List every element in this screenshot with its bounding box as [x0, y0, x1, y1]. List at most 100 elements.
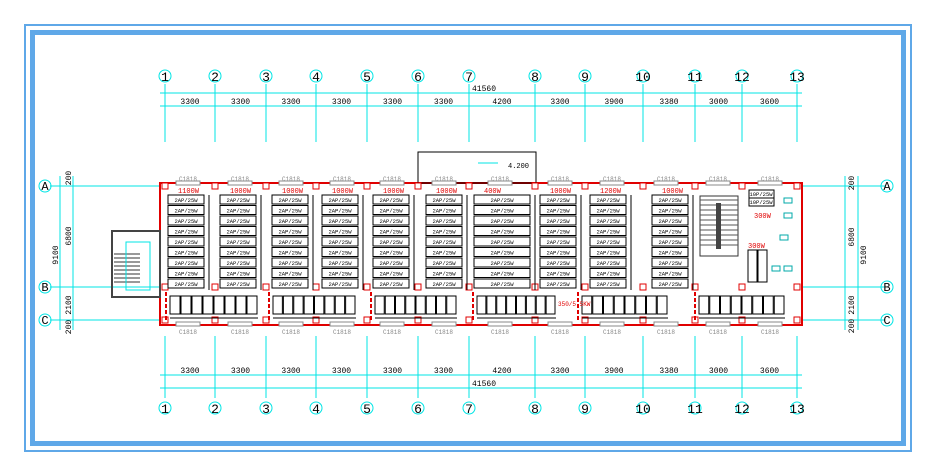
rack-shelf-label: 2AP/25W — [226, 239, 250, 246]
rack-shelf — [271, 205, 309, 215]
rack-shelf — [539, 257, 577, 268]
dim-right-bc: 2100 — [848, 295, 857, 314]
rack-shelf — [219, 268, 257, 278]
structural-column — [465, 316, 473, 324]
structural-column — [414, 283, 422, 291]
rack-shelf-label: 2AP/25W — [379, 229, 403, 236]
window-tag-bottom: C1818 — [282, 329, 300, 336]
window-tag-bottom: C1818 — [551, 329, 569, 336]
axis-bubble — [636, 401, 650, 415]
rack-shelf — [219, 247, 257, 257]
locker-cell — [613, 295, 625, 315]
rack-shelf-label: 2AP/25W — [328, 229, 352, 236]
rack-shelf — [425, 278, 463, 289]
window — [431, 321, 457, 327]
rack-shelf-label: 2AP/25W — [658, 229, 682, 236]
sanitary-fixture — [779, 234, 789, 241]
axis-label-bottom: 4 — [312, 402, 320, 417]
entrance-canopy — [417, 151, 537, 184]
rack-shelf — [539, 194, 577, 205]
rack-shelf — [651, 215, 689, 226]
axis-bubble — [208, 69, 222, 83]
rack-shelf-label: 2AP/25W — [596, 260, 620, 267]
locker-cell — [425, 295, 436, 315]
axis-bubble — [158, 69, 172, 83]
locker-cell — [374, 295, 385, 315]
window — [487, 321, 513, 327]
locker-cell — [516, 295, 526, 315]
axis-bubble — [578, 401, 592, 415]
rack-shelf — [473, 194, 531, 205]
structural-column — [531, 182, 539, 190]
rack-shelf — [473, 226, 531, 236]
dimension-text-bottom: 3300 — [281, 367, 300, 376]
axis-label-bottom: 7 — [465, 402, 473, 417]
rack-shelf-label: 2AP/25W — [174, 250, 198, 257]
rack-shelf — [473, 278, 531, 289]
room-power-label: 1000W — [282, 188, 304, 196]
rack-shelf — [589, 194, 627, 205]
rack-shelf-label: 2AP/25W — [379, 250, 403, 257]
dimension-text-top: 3300 — [332, 98, 351, 107]
rack-shelf — [167, 247, 205, 257]
rack-shelf — [167, 268, 205, 278]
structural-column — [161, 182, 169, 190]
grid-axes: 1122334455667788991010111112121313330033… — [38, 69, 894, 417]
rack-shelf — [651, 226, 689, 236]
rack-shelf-label: 2AP/25W — [432, 271, 456, 278]
axis-label-top: 7 — [465, 70, 473, 85]
axis-label-bottom: 13 — [789, 402, 805, 417]
rack-shelf — [372, 268, 410, 278]
locker-cell — [395, 295, 406, 315]
axis-label-bottom: 12 — [734, 402, 750, 417]
rack-shelf-label: 2AP/25W — [226, 229, 250, 236]
rack-shelf — [167, 215, 205, 226]
locker-cell — [773, 295, 785, 315]
axis-label-top: 9 — [581, 70, 589, 85]
dimension-text-bottom: 3300 — [332, 367, 351, 376]
sanitary-fixture — [783, 265, 793, 272]
room-power-label: 1000W — [550, 188, 572, 196]
rack-shelf-label: 2AP/25W — [379, 260, 403, 267]
axis-bubble — [880, 280, 894, 294]
service-rack — [757, 249, 768, 283]
window — [175, 180, 201, 186]
rack-shelf — [321, 194, 359, 205]
rooms: 1100W2AP/25W2AP/25W2AP/25W2AP/25W2AP/25W… — [165, 188, 793, 322]
rack-shelf-label: 2AP/25W — [596, 208, 620, 215]
rack-shelf — [539, 236, 577, 247]
rack-shelf-label: 2AP/25W — [174, 281, 198, 288]
rack-shelf-label: 2AP/25W — [226, 250, 250, 257]
rack-shelf — [651, 236, 689, 247]
window — [278, 180, 304, 186]
rack-shelf — [219, 205, 257, 215]
structural-column — [211, 316, 219, 324]
rack-shelf — [539, 247, 577, 257]
locker-cell — [224, 295, 236, 315]
total-length-bottom: 41560 — [472, 380, 496, 389]
structural-column — [581, 182, 589, 190]
locker-cell — [213, 295, 225, 315]
dimension-text-bottom: 3380 — [659, 367, 678, 376]
axis-bubble — [360, 69, 374, 83]
rack-shelf — [473, 268, 531, 278]
window — [757, 180, 783, 186]
rack-shelf — [651, 257, 689, 268]
window — [757, 321, 783, 327]
rack-shelf — [425, 247, 463, 257]
structural-column — [465, 182, 473, 190]
axis-bubble — [528, 401, 542, 415]
axis-bubble — [688, 69, 702, 83]
structural-column — [211, 182, 219, 190]
structural-column — [161, 283, 169, 291]
window-tag-top: C1818 — [179, 176, 197, 183]
window — [175, 321, 201, 327]
axis-label-bottom: 3 — [262, 402, 270, 417]
structural-column — [639, 283, 647, 291]
rack-shelf — [219, 194, 257, 205]
rack-shelf — [589, 278, 627, 289]
dimension-text-top: 4200 — [492, 98, 511, 107]
rack-shelf — [372, 236, 410, 247]
structural-column — [414, 316, 422, 324]
axis-bubble — [462, 401, 476, 415]
